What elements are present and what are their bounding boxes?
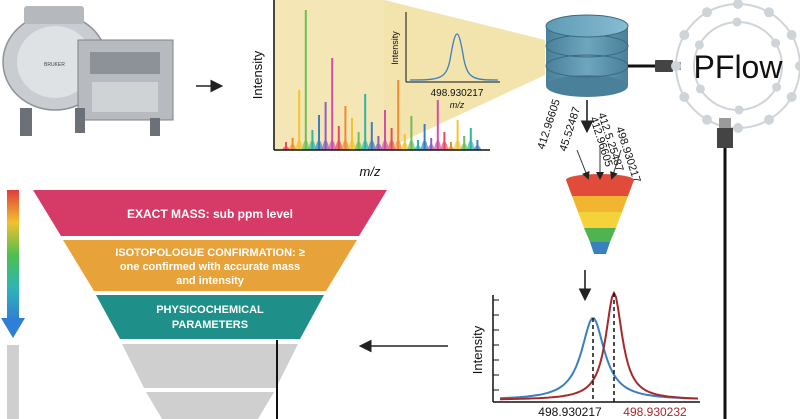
spectrum-peak-cluster (295, 140, 304, 150)
spectrum-peak-cluster (473, 145, 482, 150)
electron-inner (694, 40, 704, 50)
spectrum-peak-cluster (381, 140, 389, 150)
spectrum-peaks (282, 10, 482, 150)
grey-bar (7, 345, 19, 419)
pyramid-text-phys-line2: PARAMETERS (172, 319, 248, 331)
peak-right-value: 498.930232 (623, 405, 687, 419)
spectrum-peak-cluster (374, 143, 383, 150)
inset-x-label: m/z (450, 100, 465, 110)
spectrum-peak-cluster (460, 143, 469, 150)
electron-inner (771, 38, 781, 48)
electron-inner (772, 82, 782, 92)
spectrum-peak-cluster (387, 140, 396, 150)
spectrum-peak-cluster (407, 140, 416, 150)
mass-spectrometer-icon: BRUKER (0, 0, 190, 140)
electron-inner (695, 84, 705, 94)
spectrum-peak-cluster (400, 142, 409, 150)
pyramid-level-grey-2 (146, 392, 274, 419)
electron-inner (734, 105, 744, 115)
pyramid-text-iso-line3: and intensity (176, 275, 245, 287)
pyramid-level-physicochemical (96, 295, 324, 339)
spectrum-x-label: m/z (360, 164, 381, 179)
comparison-y-ticks (493, 299, 499, 391)
spectrum-peak-cluster (301, 140, 310, 150)
spectrum-peak-cluster (341, 140, 350, 150)
spectrum-peak-cluster (282, 146, 290, 150)
spectrum-peak-cluster (334, 140, 343, 150)
pflow-electrons (671, 0, 800, 133)
zoom-projection (384, 0, 545, 150)
confidence-arrow-head (1, 318, 25, 338)
spectrum-peak-cluster (466, 140, 475, 150)
pyramid-text-iso-line1: ISOTOPOLOGUE CONFIRMATION: ≥ (115, 247, 305, 259)
spectrum-peak-cluster (361, 140, 370, 150)
electron-outer (702, 7, 712, 18)
electron-outer (786, 92, 797, 102)
spectrum-peak-cluster (354, 141, 363, 150)
pyramid-level-grey-1 (122, 344, 298, 388)
pflow-logo-text: PFlow (694, 49, 784, 85)
pyramid-level-exact-mass (33, 190, 387, 236)
pyramid-text-exact-mass: EXACT MASS: sub ppm level (127, 207, 293, 221)
confidence-gradient-bar (7, 190, 19, 320)
criteria-pyramid: EXACT MASS: sub ppm level ISOTOPOLOGUE C… (33, 190, 387, 419)
comparison-y-label: Intensity (470, 325, 485, 374)
spectrum-peak-cluster (427, 144, 436, 150)
inset-peak-value: 498.930217 (431, 88, 484, 99)
electron-outer (786, 30, 797, 40)
inset-peak-curve (409, 33, 499, 81)
electron-outer (679, 92, 690, 102)
electron-outer (764, 7, 774, 18)
electron-outer (795, 61, 800, 71)
spectrum-peak-cluster (447, 146, 455, 150)
spectrum-peak-cluster (367, 140, 376, 150)
spectrum-inset: Intensity 498.930217 m/z (390, 12, 500, 110)
peak-curve-left (499, 317, 699, 400)
database-icon (545, 14, 629, 97)
extracted-mass-label: 45.52487 (557, 106, 583, 153)
spectrum-peak-cluster (453, 140, 462, 150)
pyramid-level-isotopologue (63, 240, 357, 291)
peak-left-value: 498.930217 (538, 405, 602, 419)
instrument-brand-label: BRUKER (44, 62, 65, 68)
pyramid-text-iso-line2: one confirmed with accurate mass (120, 261, 300, 273)
electron-outer (679, 30, 690, 40)
pflow-cable-icon (717, 118, 733, 419)
electron-outer (671, 61, 681, 71)
spectrum-peak-cluster (321, 140, 330, 150)
spectrum-peak-cluster (308, 140, 317, 150)
spectrum-peak-cluster (414, 145, 422, 150)
pyramid-text-phys-line1: PHYSICOCHEMICAL (156, 304, 264, 316)
electron-outer (733, 0, 743, 9)
pflow-logo: PFlow (671, 0, 800, 133)
spectrum-peak-cluster (328, 140, 337, 150)
mass-spectrum-plot: Intensity m/z Intensity 498.930217 m/z (250, 0, 545, 179)
electron-inner (732, 17, 742, 27)
peak-curve-right (500, 290, 699, 401)
electron-outer (702, 114, 712, 125)
spectrum-peak-cluster (420, 140, 429, 150)
filter-funnel-icon (566, 148, 634, 254)
spectrum-peak-cluster (348, 140, 356, 150)
electron-outer (764, 114, 774, 125)
spectrum-peak-cluster (394, 140, 403, 150)
peak-comparison-plot: Intensity 498.930217 498.930232 (470, 290, 700, 419)
spectrum-highlight-band (274, 0, 384, 150)
spectrum-peak-cluster (440, 141, 449, 150)
electron-outer (733, 123, 743, 133)
spectrum-peak-cluster (433, 140, 442, 150)
spectrum-y-label: Intensity (250, 50, 265, 99)
spectrum-peak-cluster (315, 140, 323, 150)
inset-y-label: Intensity (390, 31, 400, 65)
spectrum-peak-cluster (288, 144, 297, 150)
